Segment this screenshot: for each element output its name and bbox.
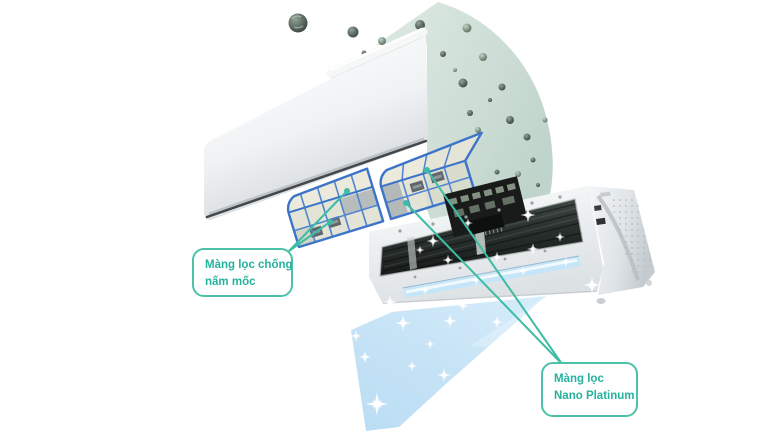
callout-line (405, 202, 563, 365)
dust-shield-sheet (376, 2, 553, 232)
callout-leaders (288, 167, 563, 365)
callout-dot (403, 200, 409, 206)
callout-anti-mold-line1: Màng lọc chống (205, 259, 293, 271)
drain-nub (596, 298, 606, 304)
unit-side-panel (588, 186, 655, 295)
callout-nano-line1: Màng lọc (554, 373, 604, 385)
callout-line (288, 221, 331, 252)
callout-nano-platinum-filter: Màng lọc Nano Platinum (541, 362, 638, 417)
air-outlet-strip (382, 255, 598, 304)
front-cover-panel (204, 27, 428, 220)
ac-indoor-unit (369, 176, 655, 304)
callout-anti-mold-filter: Màng lọc chống nấm mốc (192, 248, 293, 297)
clean-air-arrow (351, 296, 546, 431)
anti-mold-filter-left (286, 167, 385, 249)
callout-anti-mold-line2: nấm mốc (205, 276, 256, 289)
screws (398, 195, 562, 279)
callout-line (426, 169, 563, 365)
callout-nano-line2: Nano Platinum (554, 390, 635, 403)
callout-dot (327, 219, 333, 225)
callout-dot (424, 167, 430, 173)
callout-line (288, 190, 348, 252)
callout-dot (344, 188, 350, 194)
